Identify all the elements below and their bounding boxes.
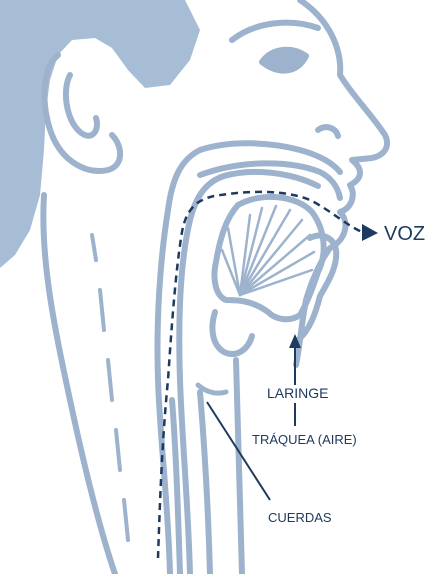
ear-inner xyxy=(66,75,97,136)
hair-region xyxy=(0,0,200,268)
trachea-wall-left xyxy=(200,392,210,574)
label-voice: VOZ xyxy=(384,223,425,245)
neck-back-line xyxy=(43,195,115,574)
eyebrow xyxy=(232,23,318,40)
label-larynx: LARINGE xyxy=(267,385,328,401)
eye xyxy=(262,50,306,71)
esophagus-wall xyxy=(172,400,180,574)
trachea-wall-right xyxy=(236,360,242,574)
label-vocal-cords: CUERDAS xyxy=(268,510,332,525)
label-trachea: TRÁQUEA (AIRE) xyxy=(252,432,357,447)
voice-arrowhead xyxy=(362,224,378,241)
epiglottis xyxy=(212,312,252,354)
nostril xyxy=(318,127,338,136)
tongue-muscle-fibers xyxy=(222,206,314,295)
ear-outline xyxy=(44,55,120,171)
spine-dashes xyxy=(92,235,128,540)
